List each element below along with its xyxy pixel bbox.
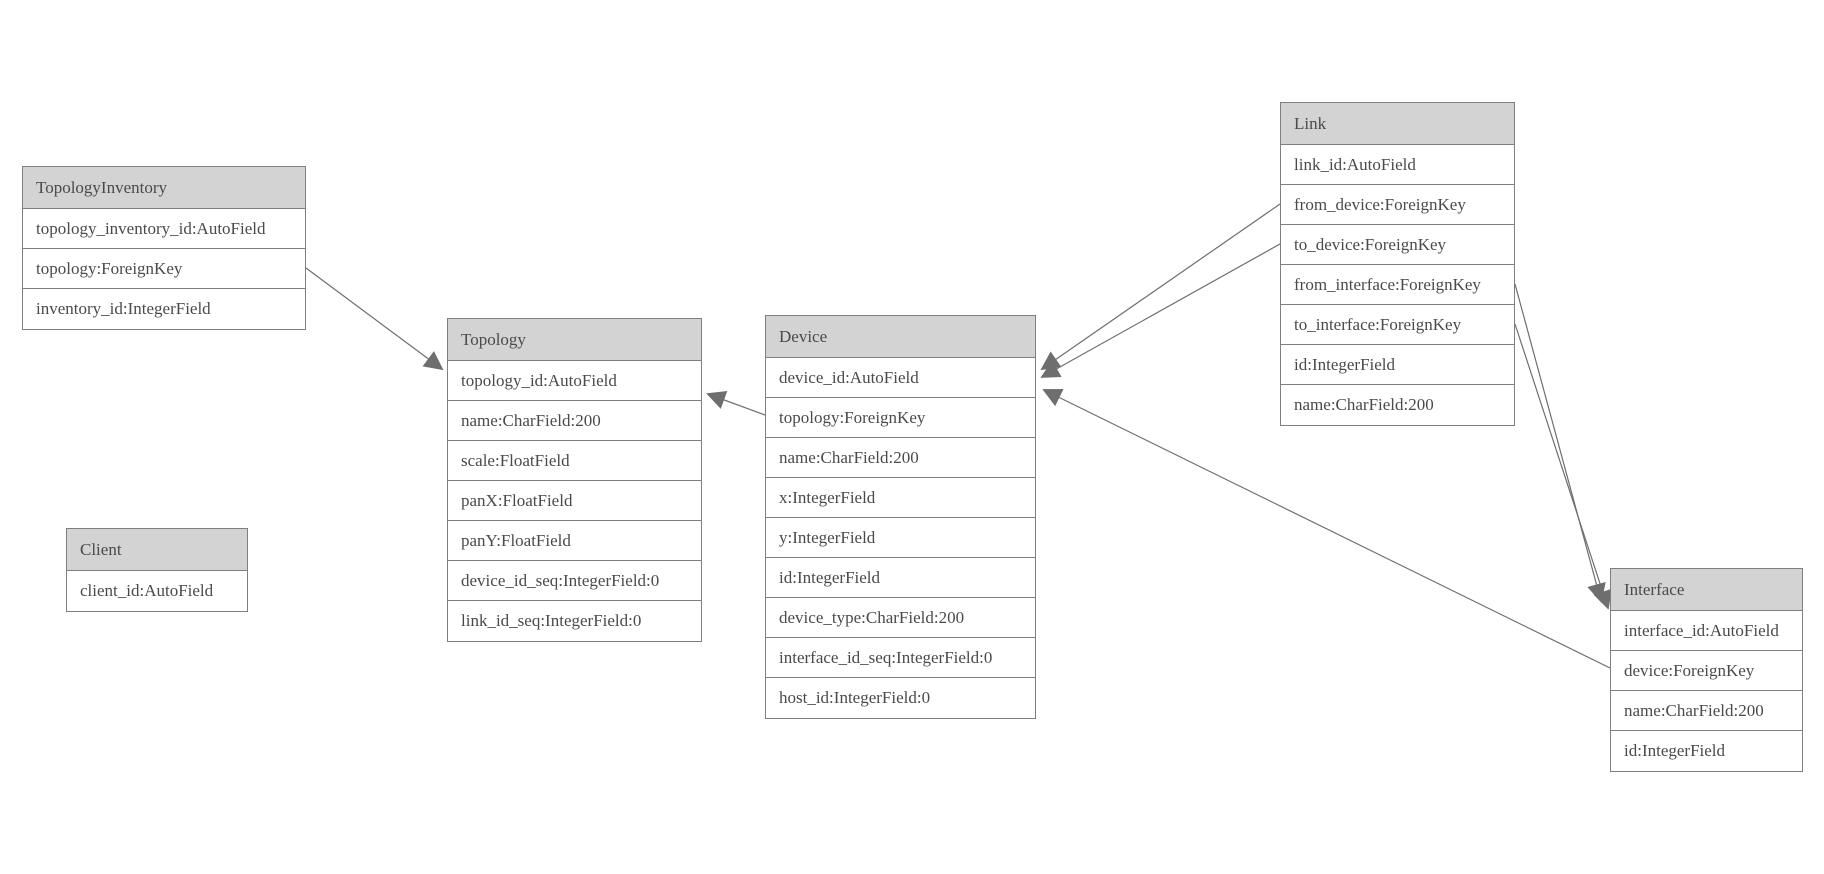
entity-client: Client client_id:AutoField: [66, 528, 248, 612]
entity-interface: Interface interface_id:AutoField device:…: [1610, 568, 1803, 772]
field-row: id:IntegerField: [1611, 731, 1802, 771]
edge-link-fromdevice-device: [1040, 203, 1281, 371]
field-row: panY:FloatField: [448, 521, 701, 561]
entity-topologyinventory: TopologyInventory topology_inventory_id:…: [22, 166, 306, 330]
entity-link-header: Link: [1281, 103, 1514, 145]
entity-device: Device device_id:AutoField topology:Fore…: [765, 315, 1036, 719]
field-row: device:ForeignKey: [1611, 651, 1802, 691]
entity-topology-header: Topology: [448, 319, 701, 361]
field-row: inventory_id:IntegerField: [23, 289, 305, 329]
field-row: topology:ForeignKey: [766, 398, 1035, 438]
field-row: to_interface:ForeignKey: [1281, 305, 1514, 345]
field-row: topology:ForeignKey: [23, 249, 305, 289]
field-row: to_device:ForeignKey: [1281, 225, 1514, 265]
field-row: host_id:IntegerField:0: [766, 678, 1035, 718]
field-row: interface_id_seq:IntegerField:0: [766, 638, 1035, 678]
entity-interface-header: Interface: [1611, 569, 1802, 611]
entity-topologyinventory-header: TopologyInventory: [23, 167, 305, 209]
field-row: interface_id:AutoField: [1611, 611, 1802, 651]
field-row: x:IntegerField: [766, 478, 1035, 518]
field-row: name:CharField:200: [448, 401, 701, 441]
field-row: topology_inventory_id:AutoField: [23, 209, 305, 249]
field-row: id:IntegerField: [1281, 345, 1514, 385]
field-row: panX:FloatField: [448, 481, 701, 521]
edge-link-frominterface-interface: [1514, 283, 1606, 603]
edge-device-topology: [706, 390, 766, 416]
entity-topology: Topology topology_id:AutoField name:Char…: [447, 318, 702, 642]
field-row: device_id:AutoField: [766, 358, 1035, 398]
field-row: name:CharField:200: [1281, 385, 1514, 425]
field-row: from_device:ForeignKey: [1281, 185, 1514, 225]
field-row: scale:FloatField: [448, 441, 701, 481]
field-row: topology_id:AutoField: [448, 361, 701, 401]
field-row: device_id_seq:IntegerField:0: [448, 561, 701, 601]
field-row: link_id_seq:IntegerField:0: [448, 601, 701, 641]
edge-link-todevice-device: [1040, 243, 1281, 378]
entity-client-header: Client: [67, 529, 247, 571]
entity-link: Link link_id:AutoField from_device:Forei…: [1280, 102, 1515, 426]
field-row: link_id:AutoField: [1281, 145, 1514, 185]
field-row: name:CharField:200: [766, 438, 1035, 478]
field-row: client_id:AutoField: [67, 571, 247, 611]
field-row: device_type:CharField:200: [766, 598, 1035, 638]
edge-link-tointerface-interface: [1514, 323, 1612, 610]
entity-device-header: Device: [766, 316, 1035, 358]
field-row: y:IntegerField: [766, 518, 1035, 558]
field-row: from_interface:ForeignKey: [1281, 265, 1514, 305]
field-row: name:CharField:200: [1611, 691, 1802, 731]
edge-interface-device: [1042, 389, 1611, 669]
edge-topologyinventory-topology: [305, 267, 444, 371]
field-row: id:IntegerField: [766, 558, 1035, 598]
